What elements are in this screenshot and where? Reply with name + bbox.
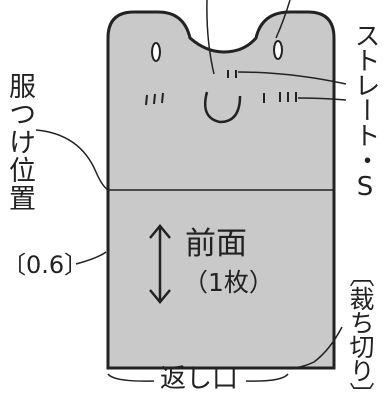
mouth bbox=[203, 91, 242, 124]
piece-quantity-label: （1枚） bbox=[183, 268, 274, 297]
left-whiskers bbox=[145, 92, 164, 106]
right-whiskers bbox=[263, 92, 297, 103]
cut-off-label: 〔裁ち切り〕 bbox=[346, 262, 375, 406]
cut-off-leader bbox=[287, 326, 343, 369]
attachment-position-label: 服つけ位置 bbox=[4, 72, 35, 212]
center-dashes bbox=[227, 70, 237, 78]
top-leader-right bbox=[275, 0, 291, 39]
left-eye bbox=[151, 42, 161, 62]
right-eye bbox=[273, 40, 283, 60]
seam-allowance-label: 〔0.6〕 bbox=[2, 251, 89, 279]
seam-allowance-leader bbox=[75, 251, 107, 265]
top-leader-left bbox=[206, 0, 215, 75]
turning-opening-label: 返し口 bbox=[160, 364, 239, 394]
straight-leader-lower bbox=[297, 97, 347, 101]
piece-name-label: 前面 bbox=[185, 226, 247, 262]
opening-bracket bbox=[107, 373, 289, 382]
grainline-arrow bbox=[149, 224, 171, 304]
grain-straight-label: ストレート・S bbox=[350, 22, 380, 201]
straight-leader-upper bbox=[237, 71, 347, 85]
attach-position-leader bbox=[35, 129, 109, 191]
